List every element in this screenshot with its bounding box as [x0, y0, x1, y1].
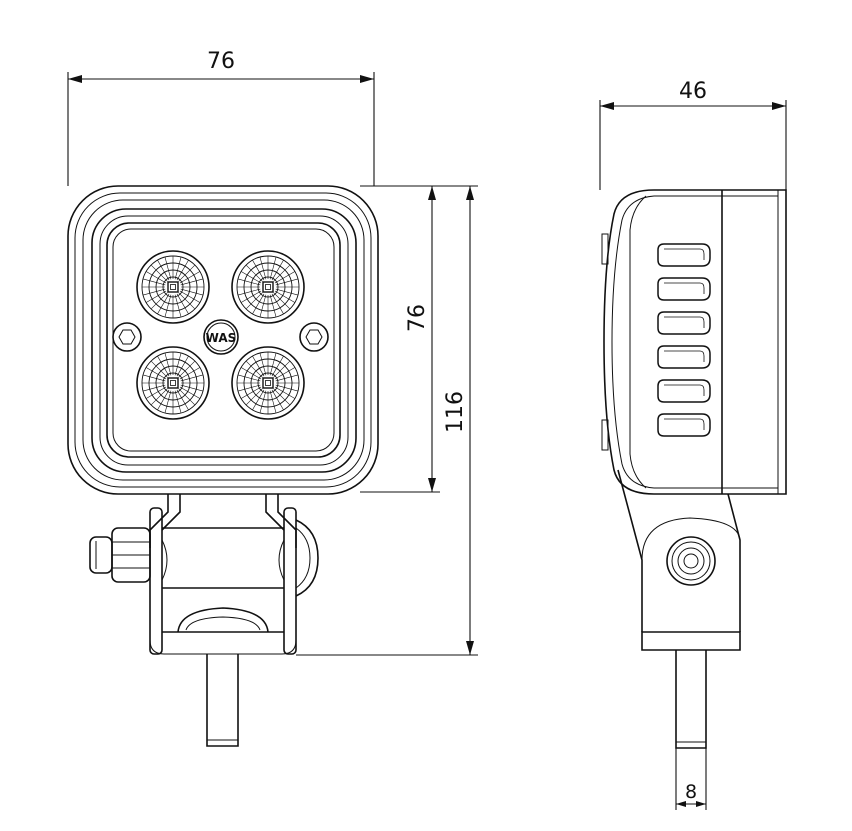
- dim-front-width: 76: [67, 49, 375, 186]
- led-array: [136, 250, 305, 420]
- screw-right: [299, 322, 329, 352]
- bracket: [89, 494, 319, 747]
- screw-left: [112, 322, 142, 352]
- cooling-fins: [657, 243, 711, 437]
- cooling-fin-6: [657, 413, 711, 437]
- logo-text: WAS: [206, 331, 237, 345]
- led-4: [231, 346, 305, 420]
- cooling-fin-4: [657, 345, 711, 369]
- side-view: 46 8: [599, 79, 787, 810]
- front-view: WAS: [67, 49, 478, 747]
- dim-pin-width: 8: [675, 748, 707, 810]
- side-bracket: [617, 469, 741, 749]
- led-1: [136, 250, 210, 324]
- logo: WAS: [203, 319, 239, 355]
- dim-front-height-label: 76: [405, 304, 430, 332]
- dim-total-height-label: 116: [443, 391, 468, 433]
- cooling-fin-3: [657, 311, 711, 335]
- dim-side-depth-label: 46: [679, 79, 707, 104]
- dim-front-width-label: 76: [207, 49, 235, 74]
- cooling-fin-1: [657, 243, 711, 267]
- led-2: [231, 250, 305, 324]
- cooling-fin-5: [657, 379, 711, 403]
- dim-side-depth: 46: [599, 79, 787, 190]
- dim-total-height: 116: [296, 185, 478, 656]
- housing-outer: [67, 185, 379, 495]
- led-3: [136, 346, 210, 420]
- lens-window: [106, 222, 341, 458]
- side-housing: [603, 189, 787, 495]
- cooling-fin-2: [657, 277, 711, 301]
- dim-front-height: 76: [360, 185, 440, 493]
- dim-pin-width-label: 8: [685, 781, 697, 803]
